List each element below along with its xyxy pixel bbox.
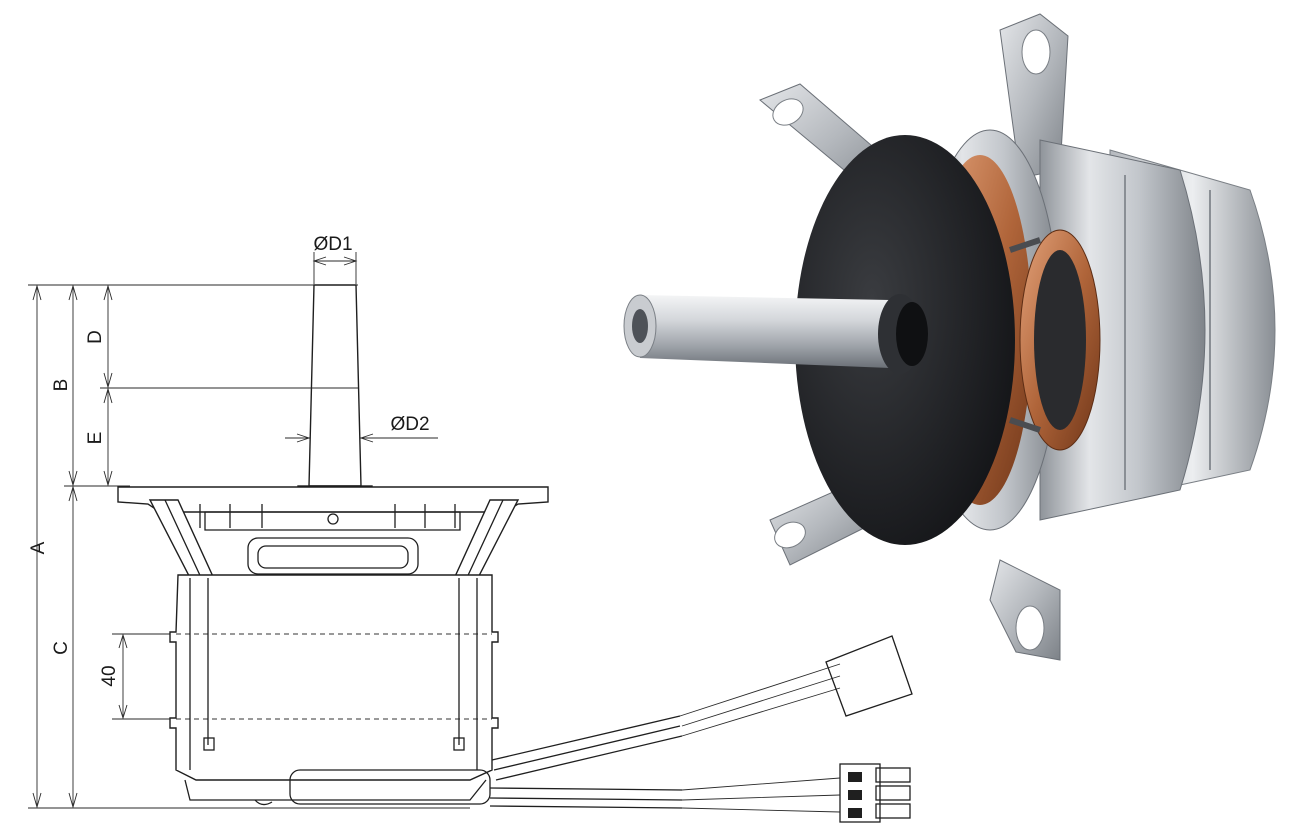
connector-bottom — [839, 763, 881, 823]
label-d2: ØD2 — [390, 414, 429, 435]
shaft-drawing — [297, 284, 373, 501]
dimension-b: B — [51, 284, 78, 487]
dimension-e: E — [85, 387, 113, 487]
connector-top — [825, 635, 913, 717]
label-c: C — [51, 641, 72, 655]
label-b: B — [51, 379, 72, 392]
dimension-40: 40 — [99, 633, 128, 720]
motor-shaft — [623, 294, 928, 374]
label-e: E — [85, 432, 106, 445]
label-d: D — [85, 330, 106, 344]
dimension-c: C — [51, 485, 78, 809]
dimension-a: A — [28, 284, 49, 809]
motor-photo — [623, 13, 1276, 661]
dimension-d2: ØD2 — [285, 414, 438, 443]
flange-drawing — [117, 486, 549, 575]
dimension-d1: ØD1 — [312, 234, 358, 284]
dimension-d: D — [85, 284, 113, 389]
cable-drawing — [489, 635, 913, 823]
label-a: A — [28, 541, 49, 554]
label-d1: ØD1 — [313, 234, 352, 255]
motor-body-drawing — [169, 574, 499, 806]
technical-drawing: A B C D E 40 — [28, 234, 913, 823]
label-40: 40 — [99, 665, 120, 686]
